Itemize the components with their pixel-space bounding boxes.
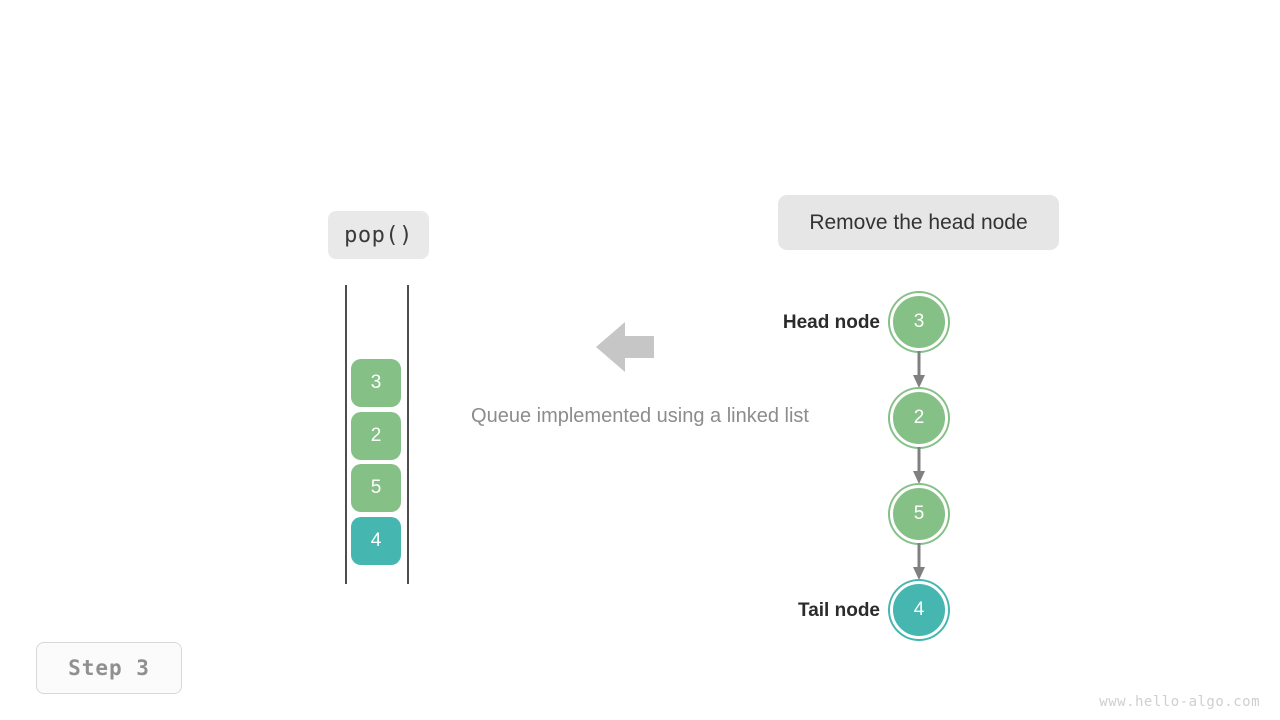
head-node-label: Head node [782,312,880,333]
step-badge: Step 3 [36,642,182,694]
queue-cell: 5 [351,464,401,512]
watermark: www.hello-algo.com [1099,694,1260,710]
linked-list: Head node 3 2 5 4 Tail node [740,285,1000,645]
action-chip-remove-head-node: Remove the head node [778,195,1059,250]
diagram-caption: Queue implemented using a linked list [471,405,809,427]
left-arrow-icon [596,320,654,374]
operation-chip-pop: pop() [328,211,429,259]
list-node: 4 [890,581,948,639]
list-node: 2 [890,389,948,447]
queue-column: 3 2 5 4 [345,285,409,584]
queue-cell: 3 [351,359,401,407]
tail-node-label: Tail node [798,600,880,621]
link-arrow-icon [912,543,926,581]
list-node: 5 [890,485,948,543]
queue-rail-left [345,285,347,584]
queue-cell: 2 [351,412,401,460]
list-node: 3 [890,293,948,351]
link-arrow-icon [912,351,926,389]
queue-rail-right [407,285,409,584]
queue-cell: 4 [351,517,401,565]
link-arrow-icon [912,447,926,485]
